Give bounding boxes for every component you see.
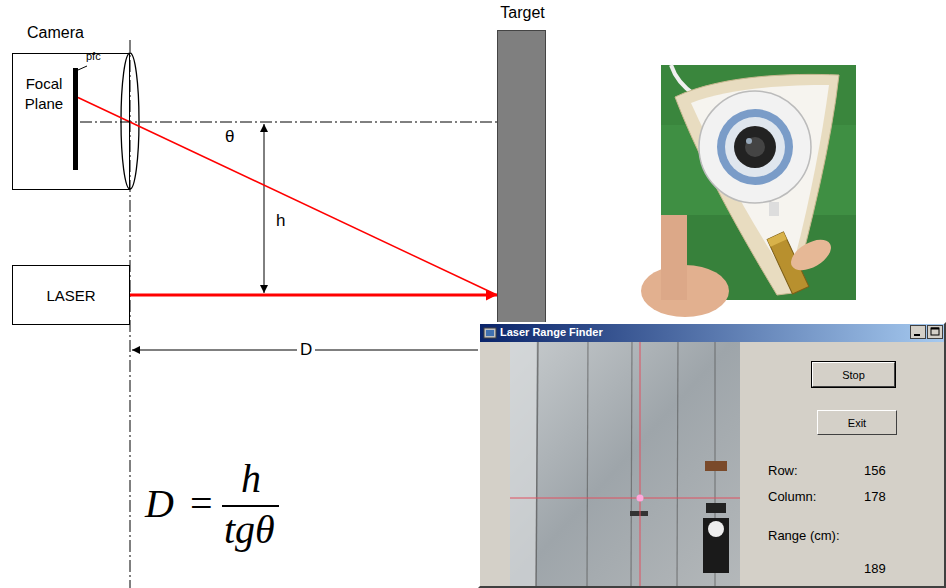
camera-view: [510, 333, 740, 586]
camera-view: [510, 498, 740, 499]
webcam-photo: [675, 74, 839, 295]
camera-view: [703, 518, 729, 573]
webcam-photo: [745, 137, 765, 157]
webcam-photo: [746, 138, 752, 144]
laser-box: LASER: [12, 265, 130, 325]
camera-view: [630, 511, 648, 516]
camera-view: [536, 333, 538, 586]
webcam-photo: [661, 215, 687, 300]
formula-symbol: =: [190, 484, 213, 524]
webcam-photo: [725, 117, 785, 177]
dimension-arrow: [264, 124, 265, 293]
camera-view: [631, 333, 632, 586]
dimension-arrow: [132, 124, 495, 350]
window-controls: [910, 325, 943, 341]
camera-view: [708, 521, 724, 537]
webcam-photo: [717, 109, 793, 185]
angle-label: θ: [225, 127, 234, 147]
formula-symbol: tgθ: [224, 510, 275, 550]
exit-button: Exit: [817, 410, 897, 435]
formula-symbol: D: [145, 484, 174, 524]
webcam-photo: [786, 234, 836, 277]
part-label: pfc: [86, 50, 101, 63]
window-controls: [931, 328, 939, 335]
readout-label: Column:: [768, 490, 816, 505]
camera-view: [510, 333, 740, 586]
readout-label: Row:: [768, 464, 798, 479]
camera-view: [677, 333, 678, 586]
camera-internals: [78, 66, 87, 70]
fraction-bar: [222, 505, 279, 507]
camera-internals: [73, 68, 78, 170]
window-icon: [486, 330, 494, 336]
app-window: Laser Range Finder StopExitRow: 156Column…: [478, 322, 946, 588]
camera-view: [510, 333, 536, 586]
button-label: Stop: [842, 369, 865, 381]
camera-internals: [78, 98, 130, 123]
webcam-photo: [641, 65, 856, 317]
window-icon: [483, 326, 497, 340]
readout-value: 178: [864, 490, 886, 505]
window-controls: [911, 326, 926, 339]
title-bar: Laser Range Finder: [480, 324, 944, 342]
window-icon: [484, 328, 496, 338]
reflected-ray: [130, 122, 497, 295]
readout-label: Range (cm):: [768, 529, 840, 544]
webcam-photo: [661, 65, 856, 300]
laser-beam: [130, 294, 497, 297]
webcam-photo: [699, 91, 811, 203]
window-controls: [928, 326, 943, 339]
readout-value: 156: [864, 464, 886, 479]
axis-line: [80, 122, 497, 123]
stop-button: Stop: [812, 362, 895, 387]
camera-view: [706, 503, 726, 513]
dimension-label: h: [276, 211, 285, 231]
dimension-label: D: [297, 340, 315, 360]
webcam-photo: [767, 232, 787, 247]
button-label: Exit: [848, 417, 866, 429]
window-controls: [931, 328, 939, 330]
camera-view: [705, 461, 727, 471]
axis-line: [80, 40, 497, 588]
camera-view: [640, 333, 641, 586]
fraction-bar: [222, 506, 279, 507]
target-heading: Target: [484, 4, 561, 22]
window-controls: [914, 334, 920, 336]
webcam-photo: [769, 202, 779, 216]
camera-heading: Camera: [27, 24, 84, 42]
focal-plane-label: Focal Plane: [17, 74, 71, 114]
laser-label: LASER: [46, 287, 95, 304]
formula-symbol: h: [241, 459, 261, 499]
camera-view: [587, 333, 588, 586]
camera-view: [637, 495, 644, 502]
readout-value: 189: [864, 562, 886, 577]
webcam-photo: [734, 126, 776, 168]
camera-body: CameraFocal Plane: [12, 53, 130, 190]
window-title: Laser Range Finder: [500, 326, 603, 338]
